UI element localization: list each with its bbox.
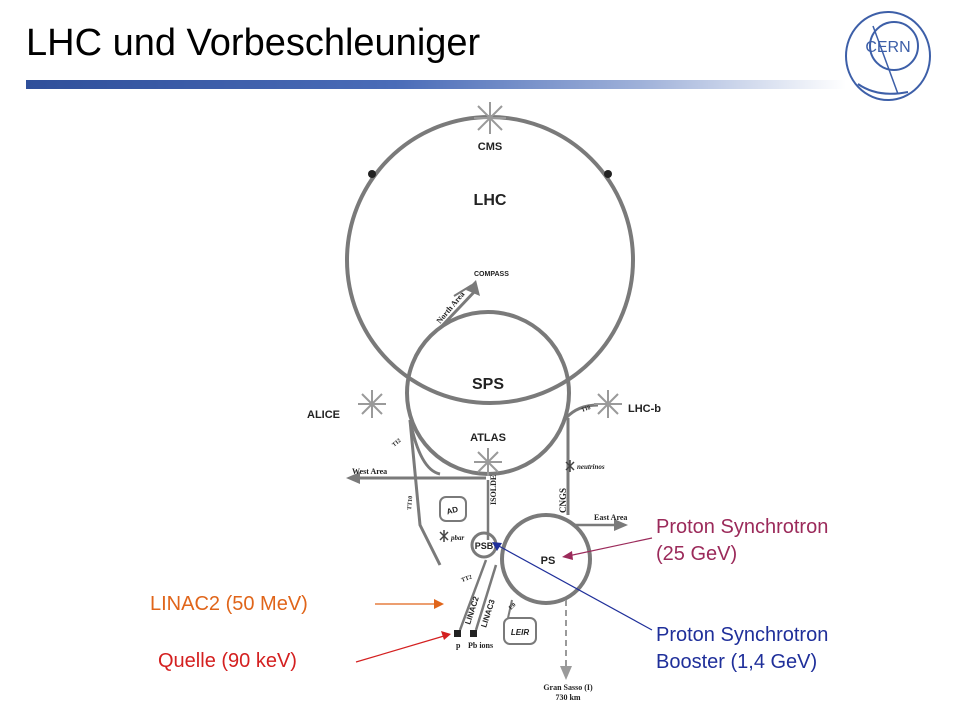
svg-text:CERN: CERN [865, 39, 910, 56]
linac2-pointer-head [434, 599, 444, 609]
lhc-dot-right [604, 170, 612, 178]
neutrinos-star [565, 460, 575, 472]
ad-label: AD [446, 505, 460, 517]
ti2-label: TI2 [391, 438, 402, 449]
lhc-label: LHC [474, 192, 507, 209]
east-area-label: East Area [594, 513, 627, 522]
ti8-label: TI8 [581, 405, 592, 414]
p-source-block [454, 630, 461, 637]
ps-label: PS [541, 555, 556, 567]
gran-sasso-label: Gran Sasso (I) [543, 683, 593, 692]
pbar-star [439, 530, 449, 542]
psb-annotation-line1: Proton Synchrotron [656, 624, 829, 646]
neutrinos-label: neutrinos [577, 463, 605, 471]
lhc-ring [345, 115, 635, 405]
e0-label: E0 [508, 602, 517, 611]
ps-pointer-head [562, 551, 573, 560]
compass-label: COMPASS [474, 271, 509, 278]
atlas-label: ATLAS [470, 432, 506, 444]
tt10-label: TT10 [407, 496, 414, 510]
ps-annotation-line1: Proton Synchrotron [656, 516, 829, 538]
leir-ring [503, 617, 537, 645]
isolde-label: ISOLDE [489, 475, 498, 505]
psb-annotation: Proton Synchrotron Booster (1,4 GeV) [656, 622, 828, 676]
lhcb-star [594, 390, 622, 418]
cngs-label: CNGS [558, 488, 568, 513]
source-pointer-head [441, 631, 451, 640]
pbar-label: pbar [450, 534, 465, 542]
psb-pointer-line [496, 544, 653, 631]
ps-ring [500, 513, 592, 605]
sps-label: SPS [472, 376, 504, 393]
compass-line [453, 284, 473, 297]
tt10-line [408, 419, 442, 566]
e0-line [507, 599, 513, 619]
cms-label: CMS [478, 141, 502, 153]
source-pointer-line [355, 635, 445, 663]
west-area-label: West Area [352, 467, 387, 476]
pb-source-block [470, 630, 477, 637]
ps-pointer-line [567, 537, 653, 557]
atlas-star [474, 448, 502, 476]
cms-star [474, 102, 506, 134]
cern-logo: CERN [845, 11, 931, 101]
north-area-line [438, 288, 478, 330]
linac2-annotation: LINAC2 (50 MeV) [150, 593, 308, 615]
linac2-line [458, 559, 488, 631]
psb-annotation-line2: Booster (1,4 GeV) [656, 651, 818, 673]
pb-ions-label: Pb ions [468, 641, 493, 650]
west-area-arrow [346, 472, 360, 484]
linac3-line [474, 564, 498, 631]
east-area-arrow [614, 519, 628, 531]
title-underline-bar [26, 80, 846, 89]
gran-sasso-distance-label: 730 km [555, 693, 580, 702]
leir-label: LEIR [511, 628, 529, 637]
alice-label: ALICE [307, 409, 340, 421]
lhcb-label: LHC-b [628, 403, 661, 415]
slide-title: LHC und Vorbeschleuniger [26, 22, 481, 64]
tt2-label: TT2 [461, 574, 473, 583]
alice-star [358, 390, 386, 418]
psb-pointer-head [492, 542, 502, 551]
ad-ring [439, 496, 467, 522]
ps-annotation-line2: (25 GeV) [656, 543, 738, 565]
source-annotation: Quelle (90 keV) [158, 650, 297, 672]
ti8-line [564, 403, 599, 420]
gran-sasso-arrow [560, 666, 572, 680]
p-label: p [456, 641, 461, 650]
ps-annotation: Proton Synchrotron (25 GeV) [656, 514, 828, 568]
lhc-dot-left [368, 170, 376, 178]
psb-label: PSB [475, 541, 494, 551]
north-area-arrow [466, 280, 480, 296]
